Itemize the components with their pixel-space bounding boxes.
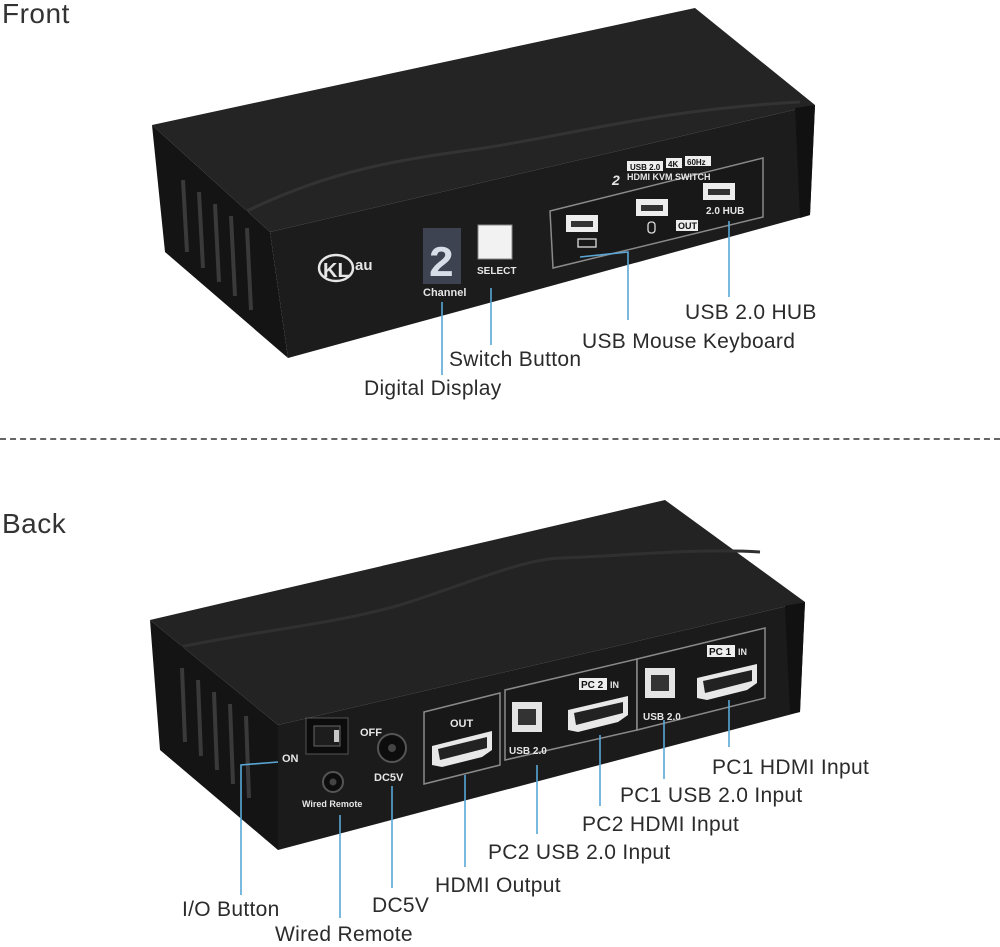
front-device-left-side [152,125,288,358]
back-device-top [150,500,805,725]
out-tag-back: OUT [450,718,474,730]
pc1-panel: USB 2.0 PC 1 IN [636,627,766,731]
front-top-wave [244,100,801,214]
pc2-in-tag: IN [610,680,619,690]
wired-remote-tag: Wired Remote [302,799,362,809]
svg-text:2: 2 [611,172,620,188]
label-dc5v: DC5V [372,894,430,917]
display-caption: Channel [423,287,466,299]
label-pc2-hdmi-input: PC2 HDMI Input [582,813,740,836]
label-hdmi-output: HDMI Output [435,874,561,897]
back-leader-lines [240,700,730,918]
keyboard-icon [577,238,597,248]
logo-text: KL [323,260,350,282]
label-switch-button: Switch Button [449,348,582,371]
pc1-in-tag: IN [738,647,747,657]
power-switch[interactable] [305,717,349,755]
back-section-title: Back [2,508,67,539]
front-device-face [270,105,815,358]
display-digit: 2 [428,240,454,290]
back-device: ON OFF DC5V Wired Remote OUT USB 2.0 PC … [150,500,805,918]
select-button[interactable]: SELECT [477,224,516,277]
label-wired-remote: Wired Remote [275,923,413,946]
front-logo: KL au [317,253,373,283]
badge-usb: USB 2.0 [630,163,661,172]
badge-hz: 60Hz [687,158,706,167]
front-leader-lines [441,221,730,375]
front-device-end [795,105,815,218]
label-usb-mouse-keyboard: USB Mouse Keyboard [582,330,796,353]
front-usb-panel: USB 2.0 4K 60Hz 2 HDMI KVM SWITCH OUT 2.… [549,156,764,269]
front-device: KL au 2 Channel SELECT USB 2.0 4K 60Hz 2… [152,8,815,375]
mouse-icon [647,221,656,234]
badge-4k: 4K [668,160,678,169]
front-section-title: Front [2,0,70,29]
section-divider [0,438,1000,440]
hdmi-out-panel: OUT [423,692,501,785]
pc2-usb-tag: USB 2.0 [509,746,547,757]
label-pc1-usb-input: PC1 USB 2.0 Input [620,784,803,807]
dc5v-tag: DC5V [374,772,404,784]
hub-tag: 2.0 HUB [706,206,744,217]
back-vents [180,667,251,799]
digital-display: 2 Channel [423,228,466,299]
pc2-tag: PC 2 [581,680,604,691]
label-pc2-usb-input: PC2 USB 2.0 Input [488,841,671,864]
off-label: OFF [360,727,382,739]
label-usb-hub: USB 2.0 HUB [685,301,817,324]
on-label: ON [282,753,299,765]
logo-text-b: au [355,257,373,274]
pc1-tag: PC 1 [709,647,732,658]
label-digital-display: Digital Display [364,377,502,400]
out-tag: OUT [678,221,698,231]
front-vents [181,179,253,311]
front-device-top [152,8,815,232]
kvm-subtitle: HDMI KVM SWITCH [627,172,711,182]
pc1-usb-tag: USB 2.0 [643,712,681,723]
label-pc1-hdmi-input: PC1 HDMI Input [712,756,870,779]
select-caption: SELECT [477,266,516,277]
label-io-button: I/O Button [182,898,280,921]
